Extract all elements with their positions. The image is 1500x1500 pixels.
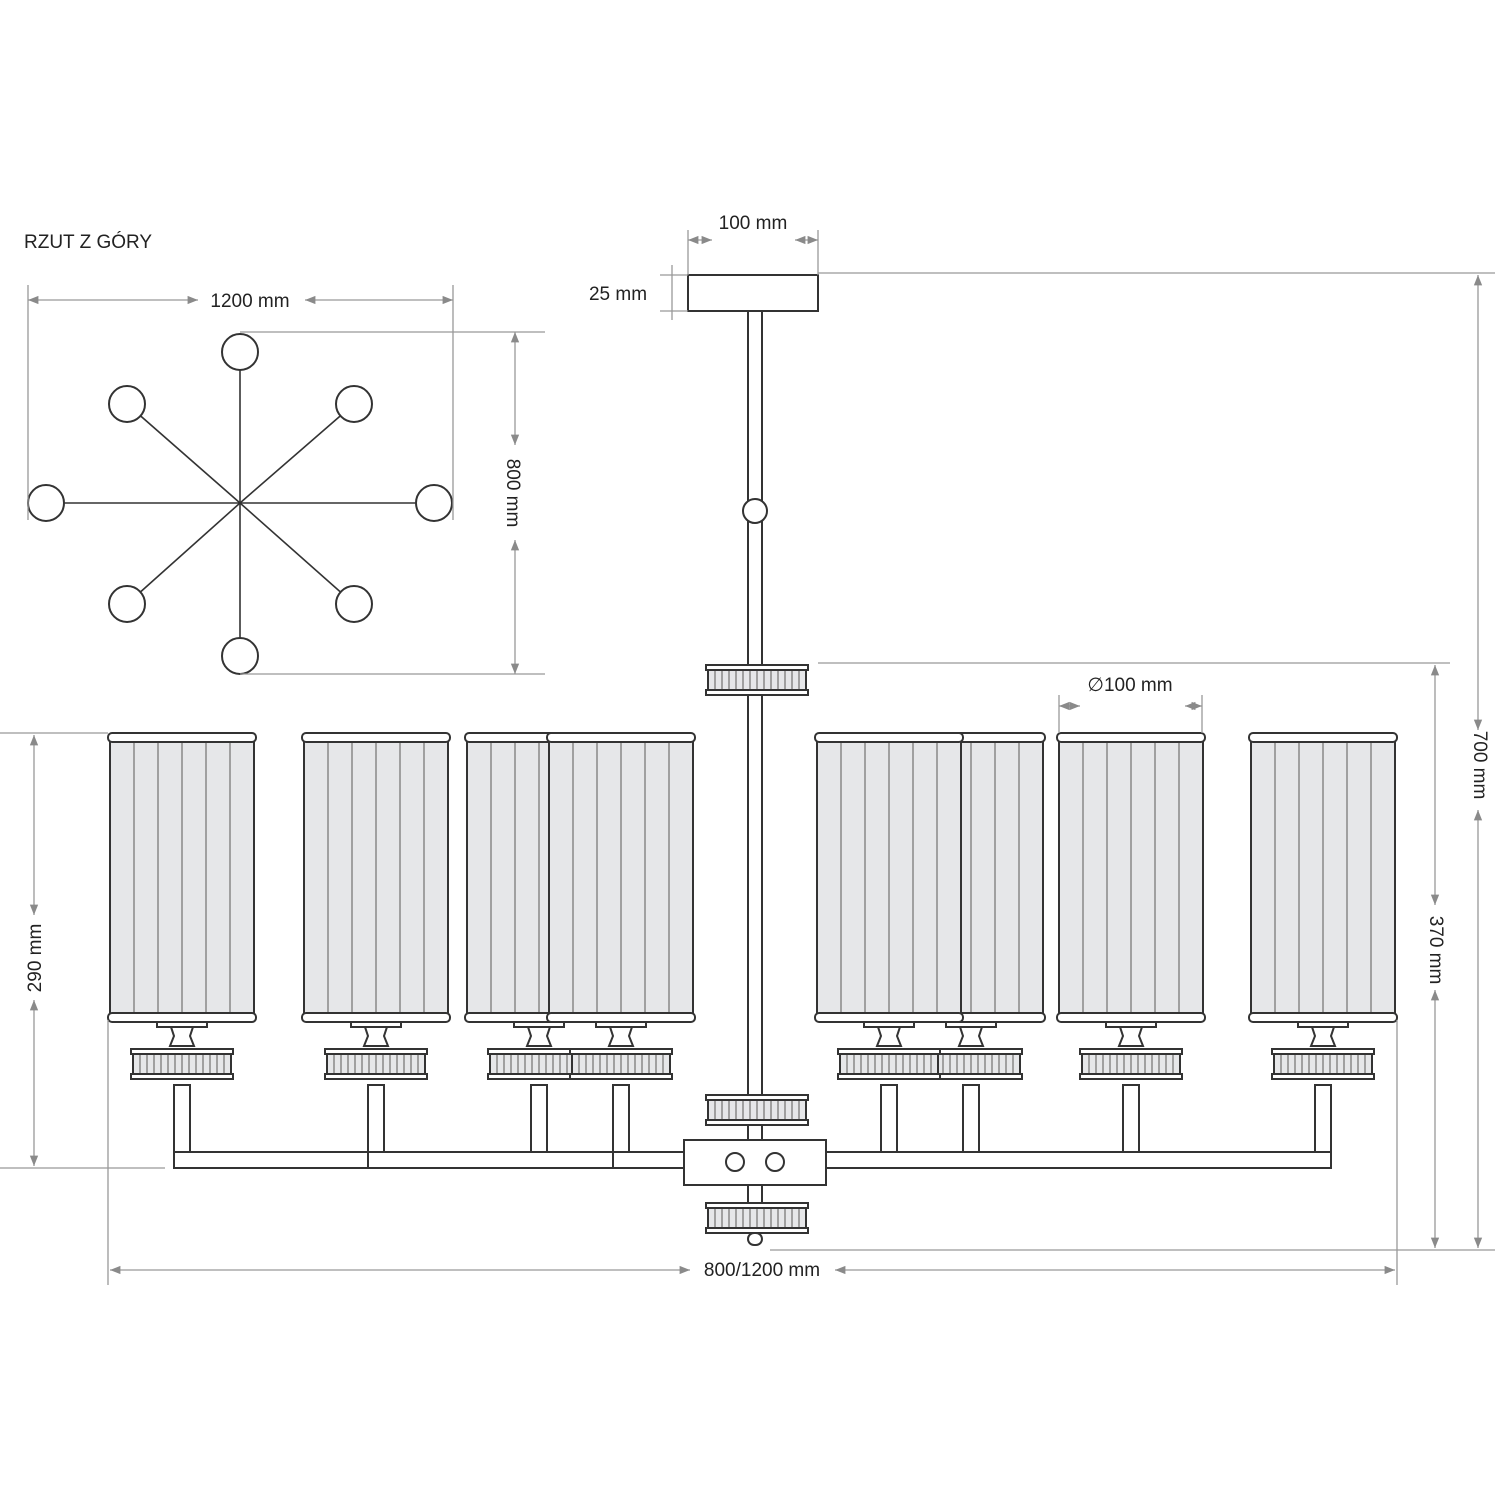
socket: [957, 1026, 985, 1047]
hub-joint: [725, 1152, 745, 1172]
shade-top-rim: [1248, 732, 1398, 743]
top-shade-circle: [335, 585, 373, 623]
lamp: [814, 732, 964, 1080]
canopy: [687, 274, 819, 312]
shade-bottom-rim: [814, 1012, 964, 1023]
ring-rim: [837, 1073, 941, 1080]
lamp: [546, 732, 696, 1080]
dim-top-depth: 800 mm: [502, 459, 523, 528]
top-shade-circle: [221, 637, 259, 675]
socket: [1117, 1026, 1145, 1047]
ring-rim: [130, 1073, 234, 1080]
rod-ball: [742, 498, 768, 524]
hub-joint: [765, 1152, 785, 1172]
lamp-arm: [612, 1084, 691, 1169]
shade-top-rim: [301, 732, 451, 743]
lamp: [107, 732, 257, 1080]
top-arm: [239, 502, 355, 605]
side-view: [107, 274, 1398, 1246]
top-view-title: RZUT Z GÓRY: [24, 231, 152, 253]
shade-bottom-rim: [1056, 1012, 1206, 1023]
shade-bottom-rim: [301, 1012, 451, 1023]
socket: [875, 1026, 903, 1047]
top-view: [27, 333, 453, 675]
hub-neck: [747, 1124, 763, 1141]
rod: [747, 310, 763, 1102]
dim-total-height: 700 mm: [1469, 731, 1490, 800]
arm-bar: [612, 1151, 691, 1169]
shade-bottom-rim: [546, 1012, 696, 1023]
dim-canopy-height: 25 mm: [589, 284, 647, 305]
lamp: [1248, 732, 1398, 1080]
socket: [362, 1026, 390, 1047]
top-shade-circle: [221, 333, 259, 371]
hub-neck: [747, 1184, 763, 1204]
shade-bottom-rim: [1248, 1012, 1398, 1023]
socket: [1309, 1026, 1337, 1047]
dimension-lines: [0, 230, 1495, 1285]
shade-top-rim: [107, 732, 257, 743]
central-stem: [683, 274, 827, 1246]
top-arm: [126, 502, 241, 605]
ring-rim: [569, 1073, 673, 1080]
dim-total-width: 800/1200 mm: [704, 1260, 820, 1281]
top-shade-circle: [27, 484, 65, 522]
top-arm: [239, 403, 355, 504]
hub: [683, 1139, 827, 1186]
socket: [168, 1026, 196, 1047]
ring-rim: [1271, 1073, 1375, 1080]
shade-top-rim: [546, 732, 696, 743]
ring-rim: [324, 1073, 428, 1080]
top-arm: [126, 403, 241, 504]
dim-body-height: 370 mm: [1425, 916, 1446, 985]
socket: [607, 1026, 635, 1047]
ring-rim: [1079, 1073, 1183, 1080]
lamp-arm: [367, 1084, 691, 1169]
top-shade-circle: [108, 585, 146, 623]
ring-rim: [705, 689, 809, 696]
top-shade-circle: [108, 385, 146, 423]
arm-bar: [819, 1151, 1332, 1169]
dim-shade-diameter: ∅100 mm: [1087, 675, 1172, 696]
finial: [747, 1232, 763, 1246]
dim-top-width: 1200 mm: [210, 291, 289, 312]
shade-top-rim: [814, 732, 964, 743]
dim-canopy-width: 100 mm: [719, 213, 788, 234]
top-shade-circle: [415, 484, 453, 522]
socket: [525, 1026, 553, 1047]
dim-shade-height: 290 mm: [25, 924, 46, 993]
shade-bottom-rim: [107, 1012, 257, 1023]
lamp: [301, 732, 451, 1080]
top-shade-circle: [335, 385, 373, 423]
lamp: [1056, 732, 1206, 1080]
shade-top-rim: [1056, 732, 1206, 743]
lamp-arm: [819, 1084, 1332, 1169]
